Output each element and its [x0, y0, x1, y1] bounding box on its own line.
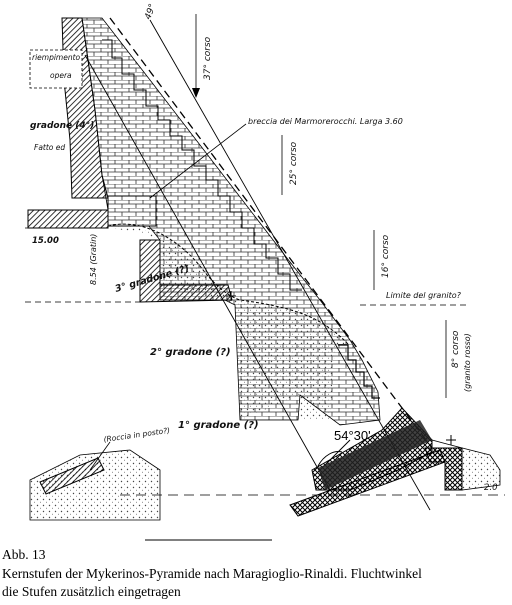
- label-base-rock: (Roccia in posto?): [103, 426, 171, 444]
- bottom-left-leader: [89, 441, 111, 471]
- top-left-box: [29, 49, 83, 89]
- course-37-arrow: [192, 88, 200, 98]
- label-left-top-1: riempimento: [32, 53, 81, 62]
- label-gradone4: gradone (4°): [30, 121, 94, 131]
- angle-arc: [317, 451, 343, 467]
- label-left-top-2: opera: [50, 71, 72, 80]
- angle-leader: [327, 439, 351, 463]
- bottom-left-hatch: [39, 457, 105, 495]
- pyramid-section-drawing: 49° 37° corso 25° corso 16° corso 8° cor…: [25, 3, 505, 541]
- core-step-edge: [102, 39, 302, 291]
- base-dark-wedge: [318, 420, 432, 490]
- label-course-8: 8° corso: [451, 330, 461, 368]
- label-breccia: breccia dei Marmorerocchi. Larga 3.60: [248, 117, 403, 126]
- outer-casing-dashed-line: [109, 17, 433, 449]
- right-ground: [431, 439, 501, 491]
- label-course-37: 37° corso: [203, 36, 213, 80]
- label-angle: 54°30': [334, 428, 371, 443]
- label-limit-granite: Limite del granito?: [386, 291, 462, 300]
- label-left-note: Fatto ed: [34, 143, 65, 152]
- label-level-854: 8.54 (Gratin): [89, 234, 98, 285]
- diagonal-line-2: [84, 54, 331, 491]
- label-course-25: 25° corso: [289, 141, 299, 185]
- reference-cross-1: [226, 291, 236, 301]
- label-course-8-note: (granito rosso): [463, 333, 472, 392]
- label-right-base: 2.0: [484, 483, 498, 493]
- label-course-16: 16° corso: [381, 234, 391, 278]
- ledge-block: [107, 195, 157, 227]
- ledge-15: [27, 209, 109, 229]
- label-gradone2: 2° gradone (?): [150, 347, 231, 358]
- reference-cross-2: [446, 435, 456, 445]
- caption-line-1: Kernstufen der Mykerinos-Pyramide nach M…: [2, 566, 422, 581]
- rubble-fill: [108, 226, 350, 420]
- bottom-left-rock: [29, 449, 161, 521]
- breccia-leader: [149, 123, 247, 199]
- outer-step-edge: [338, 344, 380, 399]
- label-level-1500: 15.00: [32, 236, 59, 246]
- figure-number: Abb. 13: [2, 547, 46, 562]
- label-top-arrow: 49°: [143, 3, 158, 21]
- right-foundation: [424, 447, 463, 491]
- label-gradone1: 1° gradone (?): [178, 420, 259, 431]
- rubble-boundary: [107, 223, 349, 345]
- caption-line-2: die Stufen zusätzlich eingetragen: [2, 584, 181, 599]
